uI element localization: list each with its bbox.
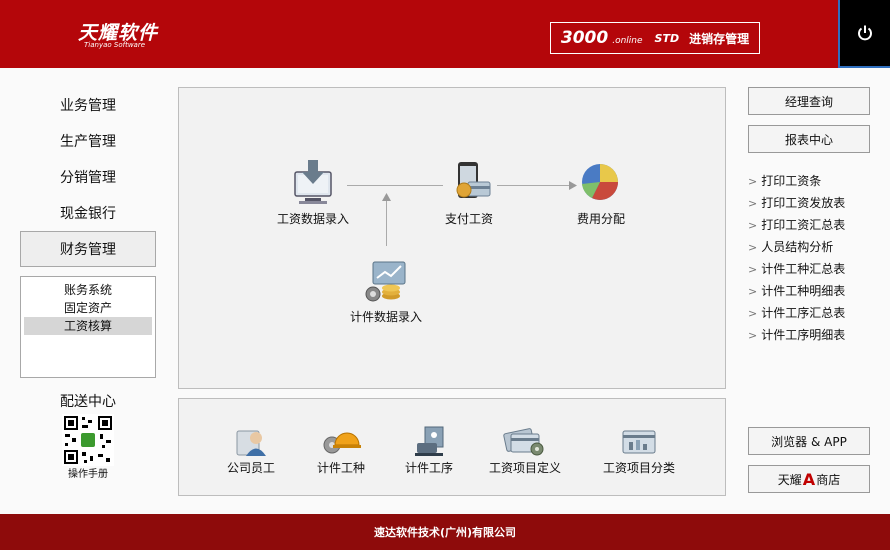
nav-distribution-label: 分销管理 [60,170,116,186]
worker-helmet-icon [323,432,361,454]
cards-gear-icon [503,428,544,456]
nav-finance-label: 财务管理 [60,242,116,258]
piece-worktype-label: 计件工种 [316,461,365,475]
report-label: 计件工序汇总表 [761,306,846,320]
nav-cash-bank[interactable]: 现金银行 [20,196,156,230]
staff-icon [236,430,266,456]
expense-alloc-label: 费用分配 [576,212,625,226]
footer-bar: 速达软件技术(广州)有限公司 [0,514,890,550]
pie-chart-icon [582,164,618,200]
nav-business-label: 业务管理 [60,98,116,114]
nav-production[interactable]: 生产管理 [20,124,156,158]
report-label: 人员结构分析 [761,240,834,254]
product-edition: .online [612,35,643,46]
chevron-right-icon: > [748,307,758,320]
chevron-right-icon: > [748,219,758,232]
chevron-right-icon: > [748,197,758,210]
flow-arrow-entry-to-pay [347,185,443,186]
salary-item-def-button[interactable]: 工资项目定义 [485,425,565,476]
salary-item-class-button[interactable]: 工资项目分类 [599,425,679,476]
power-button[interactable] [838,0,890,68]
flow-arrow-piece-up [386,198,387,246]
piece-worktype-button[interactable]: 计件工种 [313,425,369,476]
salary-entry-label: 工资数据录入 [276,212,349,226]
nav-finance[interactable]: 财务管理 [20,231,156,267]
salary-item-def-label: 工资项目定义 [488,461,561,475]
submenu-fixed-assets[interactable]: 固定资产 [63,301,112,315]
footer-company: 速达软件技术(广州)有限公司 [373,526,517,539]
report-worktype-summary[interactable]: >计件工种汇总表 [748,259,845,281]
browser-app-label: 浏览器 & APP [771,434,847,449]
nav-cash-bank-label: 现金银行 [60,206,116,222]
coins-chart-icon [365,261,406,302]
monitor-download-icon [294,160,332,204]
report-label: 打印工资发放表 [761,196,846,210]
piece-entry-node[interactable]: 计件数据录入 [341,260,431,325]
product-number: 3000 [560,28,609,48]
logo-subtitle: Tianyao Software [84,41,146,49]
report-process-detail[interactable]: >计件工序明细表 [748,325,845,347]
company-staff-label: 公司员工 [226,461,275,475]
product-banner: 3000 .online STD 进销存管理 [550,22,760,54]
flow-arrow-pay-to-alloc [497,185,571,186]
qr-code-icon[interactable] [62,414,114,466]
header-bar: 天耀软件 Tianyao Software 3000 .online STD 进… [0,0,890,68]
browser-app-button[interactable]: 浏览器 & APP [748,427,870,455]
power-icon [858,25,872,41]
report-center-button[interactable]: 报表中心 [748,125,870,153]
store-label-pre: 天耀 [777,472,802,487]
nav-production-label: 生产管理 [60,134,116,150]
salary-entry-node[interactable]: 工资数据录入 [273,160,353,227]
report-label: 计件工序明细表 [761,328,846,342]
delivery-center[interactable]: 配送中心 [60,394,116,410]
piece-process-label: 计件工序 [404,461,453,475]
report-label: 计件工种汇总表 [761,262,846,276]
chevron-right-icon: > [748,175,758,188]
cards-chart-icon [622,430,656,454]
report-label: 打印工资条 [761,174,822,188]
submenu-accounting[interactable]: 账务系统 [63,283,112,297]
report-print-payslip[interactable]: >打印工资条 [748,171,845,193]
chevron-right-icon: > [748,285,758,298]
report-list: >打印工资条 >打印工资发放表 >打印工资汇总表 >人员结构分析 >计件工种汇总… [748,171,845,347]
manager-query-button[interactable]: 经理查询 [748,87,870,115]
report-worktype-detail[interactable]: >计件工种明细表 [748,281,845,303]
piece-process-button[interactable]: 计件工序 [401,425,457,476]
store-a-letter: A [802,469,816,489]
report-process-summary[interactable]: >计件工序汇总表 [748,303,845,325]
report-staff-structure[interactable]: >人员结构分析 [748,237,845,259]
expense-alloc-node[interactable]: 费用分配 [571,160,631,227]
report-print-summary[interactable]: >打印工资汇总表 [748,215,845,237]
chevron-right-icon: > [748,241,758,254]
nav-business[interactable]: 业务管理 [20,88,156,122]
product-name: 进销存管理 [689,31,750,46]
salary-item-class-label: 工资项目分类 [602,461,675,475]
pay-salary-node[interactable]: 支付工资 [437,160,501,227]
manager-query-label: 经理查询 [784,94,833,109]
payroll-settings-panel: 公司员工 计件工种 计件工序 工资项目定义 [178,398,726,496]
finance-submenu: 账务系统 固定资产 工资核算 [20,276,156,378]
manual-link[interactable]: 操作手册 [68,469,108,480]
report-label: 打印工资汇总表 [761,218,846,232]
company-staff-button[interactable]: 公司员工 [223,425,279,476]
submenu-payroll[interactable]: 工资核算 [24,317,152,335]
arrowhead-up [382,193,391,201]
chevron-right-icon: > [748,263,758,276]
product-std: STD [654,31,680,45]
store-label-post: 商店 [816,472,841,487]
pay-salary-label: 支付工资 [444,212,493,226]
report-label: 计件工种明细表 [761,284,846,298]
nav-distribution[interactable]: 分销管理 [20,160,156,194]
app-store-button[interactable]: 天耀 A 商店 [748,465,870,493]
chevron-right-icon: > [748,329,758,342]
phone-payment-icon [456,162,491,198]
payroll-flow-panel: 工资数据录入 支付工资 费用分配 计件数据录入 [178,87,726,389]
piece-entry-label: 计件数据录入 [349,310,422,324]
logo-text: 天耀软件 [78,22,159,44]
report-center-label: 报表中心 [784,132,833,147]
report-print-payout[interactable]: >打印工资发放表 [748,193,845,215]
arrowhead-right [569,181,577,190]
process-icon [415,426,444,456]
